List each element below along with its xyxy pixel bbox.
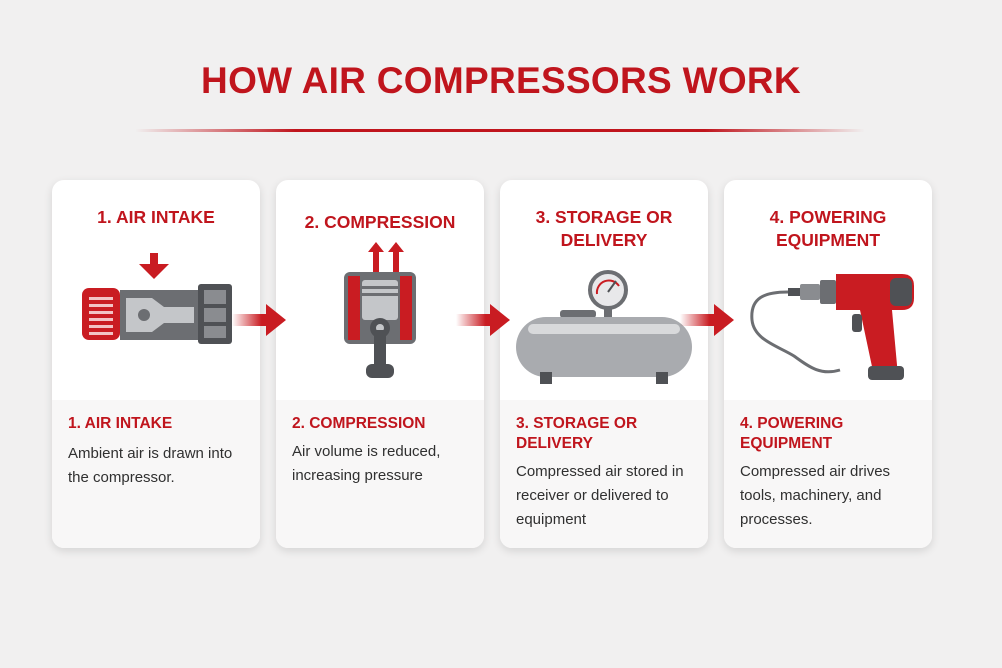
step-subheading: 1. AIR INTAKE [68, 415, 173, 432]
air-intake-icon [82, 253, 232, 344]
step-card-compression: 2. COMPRESSION 2. COMPRESSION Air volume… [276, 180, 484, 548]
step-description: Compressed air drives tools, machinery, … [740, 463, 891, 528]
air-tank-icon [516, 270, 692, 384]
step-subheading: 3. STORAGE OR DELIVERY [516, 415, 638, 452]
step-heading: 1. AIR INTAKE [97, 207, 215, 227]
card-text-panel [500, 400, 708, 548]
piston-icon [344, 242, 416, 378]
step-heading: 3. STORAGE OR DELIVERY [535, 207, 673, 250]
step-heading: 2. COMPRESSION [304, 212, 456, 232]
card-text-panel [276, 400, 484, 548]
step-description: Compressed air stored in receiver or del… [516, 463, 684, 528]
title-divider [135, 129, 865, 132]
step-subheading: 2. COMPRESSION [292, 415, 426, 432]
pneumatic-drill-icon [750, 274, 914, 380]
step-subheading: 4. POWERING EQUIPMENT [740, 415, 844, 452]
step-card-powering: 4. POWERING EQUIPMENT 4. POWERING EQUIPM… [724, 180, 932, 548]
flow-arrow-icon [456, 304, 510, 336]
step-card-storage: 3. STORAGE OR DELIVERY 3. STORAGE OR DEL… [500, 180, 708, 548]
card-text-panel [52, 400, 260, 548]
step-card-air-intake: 1. AIR INTAKE 1. AIR INTAKE Ambient air … [52, 180, 260, 548]
step-heading: 4. POWERING EQUIPMENT [769, 207, 887, 250]
step-description: Ambient air is drawn into the compressor… [68, 445, 233, 486]
card-text-panel [724, 400, 932, 548]
step-description: Air volume is reduced, increasing pressu… [292, 443, 441, 484]
page-title: HOW AIR COMPRESSORS WORK [201, 60, 801, 101]
flow-arrow-icon [680, 304, 734, 336]
flow-arrow-icon [232, 304, 286, 336]
